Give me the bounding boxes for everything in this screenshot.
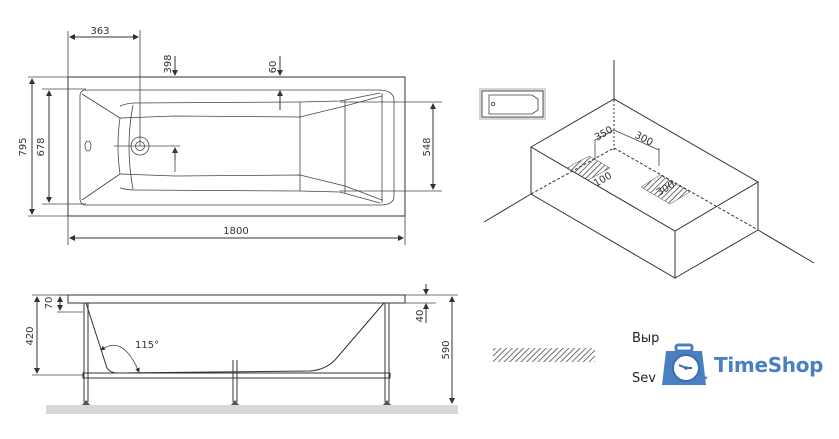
legend-label-1: Выр (632, 331, 660, 346)
orientation-thumbnail (479, 88, 546, 120)
dim-rim-height: 70 (44, 297, 55, 310)
dim-total-height: 590 (441, 340, 452, 359)
top-view: 1800 795 678 363 398 60 548 (18, 26, 442, 245)
dim-rim: 60 (268, 61, 279, 74)
dim-headrest-width: 548 (422, 137, 433, 156)
side-view: 70 420 115° 40 590 (25, 284, 458, 414)
dim-install-b: 300 (633, 130, 655, 149)
watermark-brand: TimeShop (714, 353, 824, 377)
dim-drain-depth: 398 (163, 54, 174, 73)
dim-lip: 40 (415, 310, 426, 323)
dim-frame-height: 420 (25, 326, 36, 345)
dim-length: 1800 (223, 226, 248, 237)
dim-drain-offset: 363 (90, 26, 109, 37)
dim-width-outer: 795 (18, 137, 29, 156)
dim-install-a: 350 (593, 125, 615, 144)
dim-width-inner: 678 (36, 137, 47, 156)
legend-label-2: Sev (632, 371, 656, 386)
dim-angle: 115° (135, 340, 159, 351)
legend-hatch-swatch (493, 348, 595, 362)
bag-clock-icon (662, 343, 708, 385)
watermark-logo: TimeShop (662, 343, 824, 387)
